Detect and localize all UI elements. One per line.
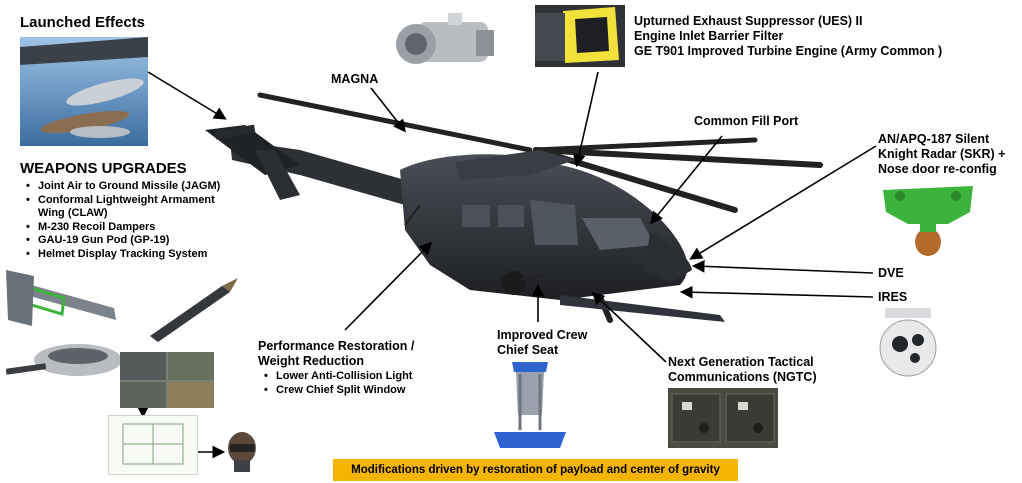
magna-label: MAGNA xyxy=(331,72,379,86)
ires-sensor-image xyxy=(875,308,941,380)
crew-seat-label-line1: Improved Crew xyxy=(497,328,588,342)
performance-list: Lower Anti-Collision Light Crew Chief Sp… xyxy=(262,370,412,397)
ngtc-label-line1: Next Generation Tactical xyxy=(668,355,814,369)
performance-item: Crew Chief Split Window xyxy=(262,384,412,398)
callout-arrows xyxy=(136,71,877,459)
helmet-display-image xyxy=(224,430,260,472)
radar-label-line1: AN/APQ-187 Silent xyxy=(878,132,990,146)
ngtc-radio-image xyxy=(668,388,778,448)
radar-label-line3: Nose door re-config xyxy=(878,162,997,176)
crew-seat-label-line2: Chief Seat xyxy=(497,343,559,357)
radar-image xyxy=(878,182,978,260)
helicopter-fuselage xyxy=(400,150,725,322)
radar-label-line2: Knight Radar (SKR) + xyxy=(878,147,1006,161)
turbine-engine-image xyxy=(388,8,500,76)
weapons-item: GAU-19 Gun Pod (GP-19) xyxy=(24,234,254,248)
exhaust-suppressor-image xyxy=(535,5,625,67)
launched-effects-image xyxy=(20,37,148,146)
jagm-missile-image xyxy=(142,274,242,344)
engine-label-ues: Upturned Exhaust Suppressor (UES) II xyxy=(634,14,863,28)
recoil-damper-image xyxy=(120,352,214,408)
helicopter-tail xyxy=(205,124,440,215)
claw-wing-image xyxy=(4,268,124,330)
crew-chief-seat-image xyxy=(490,360,570,452)
common-fill-port-label: Common Fill Port xyxy=(694,114,799,128)
performance-label-line1: Performance Restoration / xyxy=(258,339,415,353)
dve-label: DVE xyxy=(878,266,904,280)
weapons-upgrades-title: WEAPONS UPGRADES xyxy=(20,160,187,177)
footer-banner: Modifications driven by restoration of p… xyxy=(333,459,738,481)
tracking-system-schematic xyxy=(108,415,198,475)
engine-label-t901: GE T901 Improved Turbine Engine (Army Co… xyxy=(634,44,943,58)
ires-label: IRES xyxy=(878,290,908,304)
gun-pod-image xyxy=(6,336,124,388)
weapons-item: Joint Air to Ground Missile (JAGM) xyxy=(24,180,254,194)
weapons-upgrades-list: Joint Air to Ground Missile (JAGM) Confo… xyxy=(24,180,254,261)
weapons-item: Helmet Display Tracking System xyxy=(24,248,254,262)
performance-label-line2: Weight Reduction xyxy=(258,354,365,368)
engine-label-barrier-filter: Engine Inlet Barrier Filter xyxy=(634,29,784,43)
weapons-item: Conformal Lightweight Armament Wing (CLA… xyxy=(24,194,238,221)
weapons-item: M-230 Recoil Dampers xyxy=(24,221,254,235)
ngtc-label-line2: Communications (NGTC) xyxy=(668,370,817,384)
performance-item: Lower Anti-Collision Light xyxy=(262,370,412,384)
launched-effects-label: Launched Effects xyxy=(20,14,146,31)
